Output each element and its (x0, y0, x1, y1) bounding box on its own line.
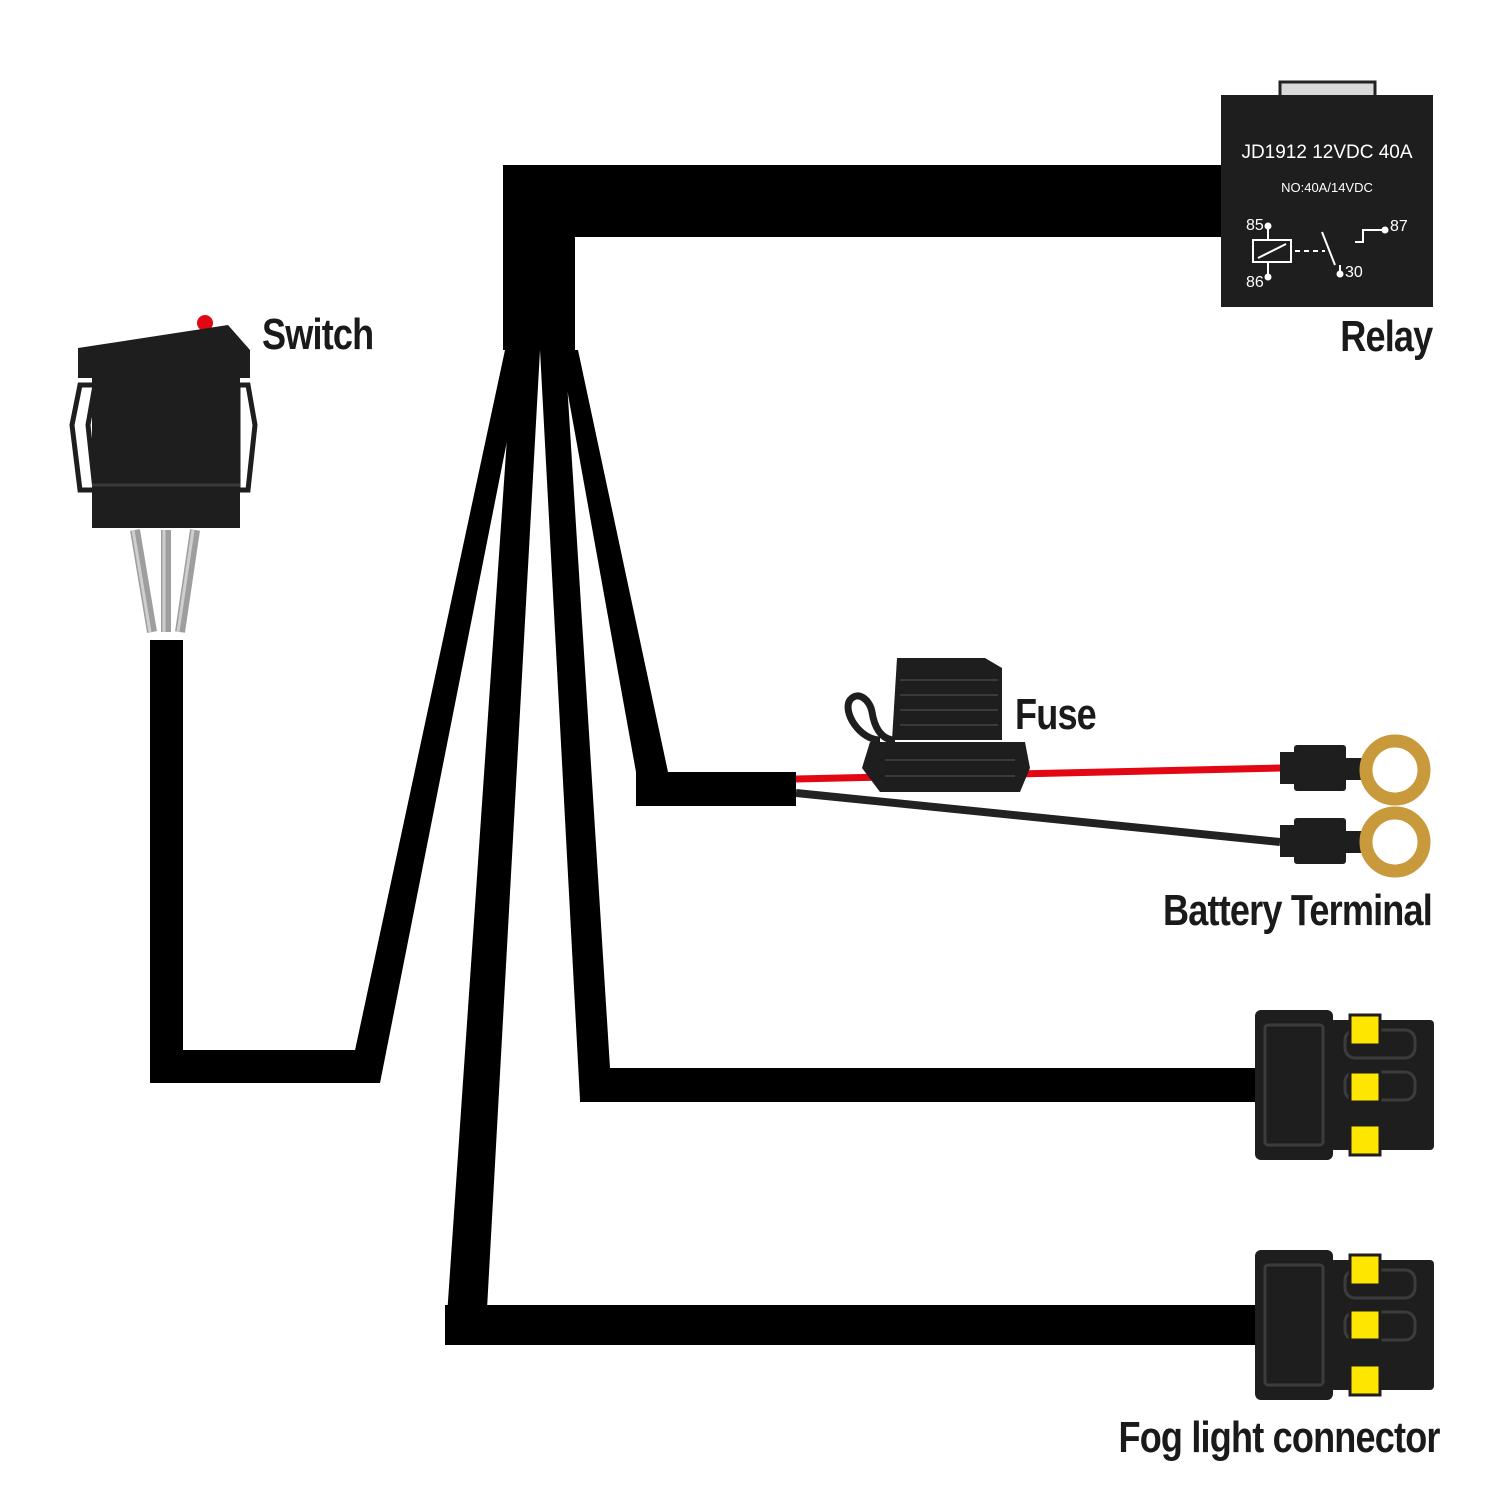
negative-wire (795, 789, 1281, 846)
switch-wire-run (150, 640, 380, 1083)
fuse-battery-assembly (795, 658, 1431, 878)
switch-bracket-right (235, 382, 258, 493)
relay-pin-30: 30 (1345, 264, 1363, 281)
switch-led-icon (197, 315, 213, 331)
connector-pin (1348, 1070, 1382, 1104)
fog-connector-1-branch-wire (540, 350, 612, 1100)
relay-pin-86: 86 (1246, 274, 1264, 291)
switch-body (92, 378, 240, 528)
rocker-switch (69, 315, 258, 633)
switch-leads (130, 529, 200, 633)
connector-pin (1348, 1308, 1382, 1342)
fuse-body (862, 742, 1030, 792)
relay-label: Relay (1339, 312, 1433, 361)
relay-pin-85: 85 (1246, 217, 1264, 234)
switch-rocker (78, 325, 250, 378)
relay-pin-87: 87 (1390, 218, 1408, 235)
battery-branch-wire (560, 350, 668, 806)
harness-wires (150, 165, 1265, 1345)
connector-pin (1348, 1363, 1382, 1397)
fog-connector-2-branch-wire (445, 350, 540, 1345)
fog-light-connector-1 (1255, 1010, 1434, 1160)
fog-connector-2-wire (445, 1305, 1265, 1345)
ring-terminal-icon (1359, 734, 1431, 806)
battery-terminal-label: Battery Terminal (1163, 886, 1433, 935)
connector-pin (1348, 1013, 1382, 1047)
fuse-holder-loop (844, 692, 896, 744)
battery-terminal-positive (1280, 734, 1431, 806)
battery-wire-stub (636, 772, 796, 806)
relay-model-text: JD1912 12VDC 40A (1241, 142, 1412, 163)
relay-rating-text: NO:40A/14VDC (1281, 180, 1373, 195)
switch-bracket-left (69, 382, 98, 493)
ring-terminal-icon (1359, 806, 1431, 878)
relay: JD1912 12VDC 40A NO:40A/14VDC 85 86 87 3… (1221, 80, 1433, 307)
relay-body (1221, 95, 1433, 307)
switch-branch-wire (348, 350, 525, 1083)
fuse-cap (892, 658, 1002, 740)
fuse-label: Fuse (1015, 690, 1097, 739)
connector-pin (1348, 1253, 1382, 1287)
relay-wire (503, 165, 1233, 237)
fog-light-connector-label: Fog light connector (1118, 1413, 1441, 1462)
fog-connector-1-wire (580, 1068, 1265, 1102)
battery-terminal-negative (1280, 806, 1431, 878)
switch-label: Switch (262, 310, 374, 359)
fog-light-connector-2 (1255, 1250, 1434, 1400)
connector-pin (1348, 1123, 1382, 1157)
relay-schematic (1252, 222, 1389, 281)
